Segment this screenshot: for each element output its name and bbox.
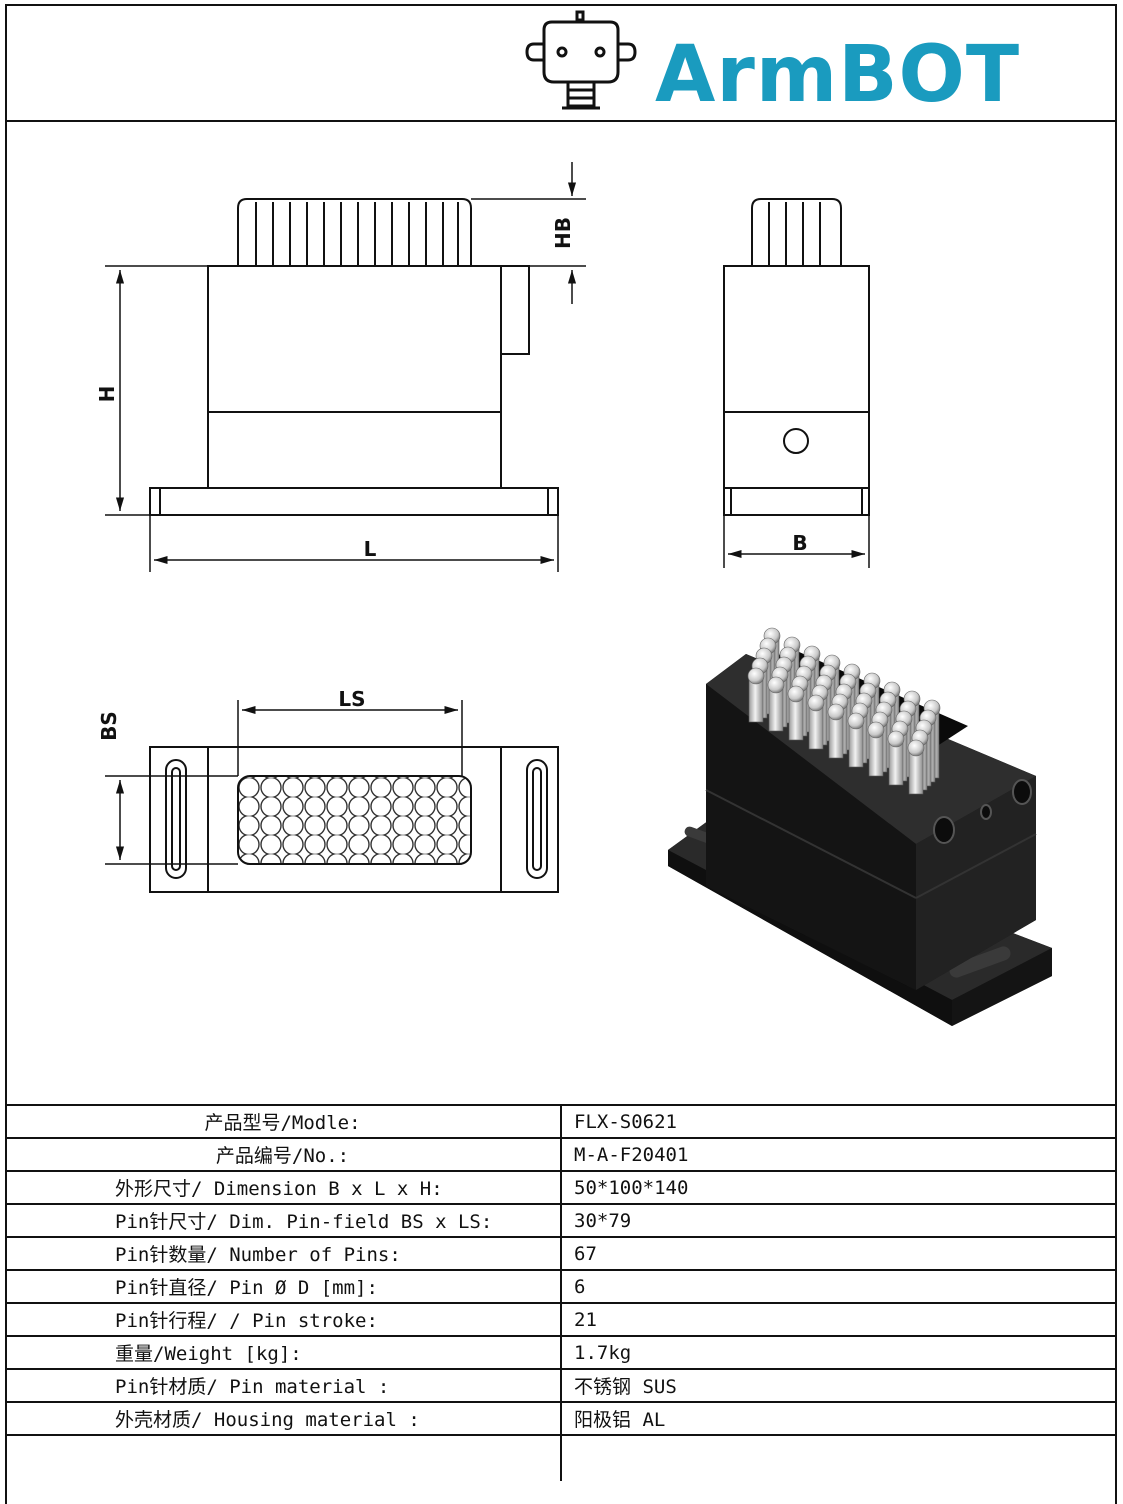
dim-label-LS: LS [338,687,365,711]
spec-label: 重量/Weight [kg]: [5,1335,562,1369]
mount-slot-left [165,759,187,879]
spec-value: 1.7kg [561,1335,1117,1369]
pin-head [747,667,765,685]
front-pins [237,198,472,266]
pin-head [827,703,845,721]
pin-field [237,775,472,865]
spec-row: Pin针数量/ Number of Pins:67 [5,1236,1117,1270]
spec-label: Pin针尺寸/ Dim. Pin-field BS x LS: [5,1203,562,1237]
spec-label: 产品型号/Modle: [5,1104,562,1138]
side-view [723,198,870,568]
pin-head [847,712,865,730]
spec-row: Pin针行程/ / Pin stroke:21 [5,1302,1117,1336]
spec-row: 外壳材质/ Housing material :阳极铝 AL [5,1401,1117,1435]
pin-head [907,739,925,757]
front-view [105,162,586,572]
spec-row: 产品编号/No.:M-A-F20401 [5,1137,1117,1171]
spec-value: 30*79 [561,1203,1117,1237]
spec-label: 产品编号/No.: [5,1137,562,1171]
page-frame [5,4,1117,1504]
spec-value: 不锈钢 SUS [561,1368,1117,1402]
spec-value: 50*100*140 [561,1170,1117,1204]
pin-head [767,676,785,694]
spec-value [561,1434,1117,1481]
spec-label: Pin针数量/ Number of Pins: [5,1236,562,1270]
spec-label [5,1434,562,1481]
spec-value: FLX-S0621 [561,1104,1117,1138]
dim-label-BS: BS [97,711,121,741]
side-body [723,265,870,489]
front-side-tab [500,265,530,355]
pin-head [787,685,805,703]
spec-row: 产品型号/Modle:FLX-S0621 [5,1104,1117,1138]
pin-array-render [747,627,941,795]
top-view [105,700,559,893]
spec-value: 6 [561,1269,1117,1303]
spec-value: 67 [561,1236,1117,1270]
pin-head [887,730,905,748]
front-body [207,265,502,489]
robot-head-icon [525,10,637,110]
spec-label: Pin针材质/ Pin material : [5,1368,562,1402]
side-hole [783,428,809,454]
dim-label-B: B [792,531,807,555]
side-base-plate [723,487,870,516]
product-3d-render [668,648,1052,1026]
pin-head [867,721,885,739]
mount-slot-right [526,759,548,879]
pin-head [807,694,825,712]
spec-value: 阳极铝 AL [561,1401,1117,1435]
spec-row: Pin针材质/ Pin material :不锈钢 SUS [5,1368,1117,1402]
spec-row: Pin针尺寸/ Dim. Pin-field BS x LS:30*79 [5,1203,1117,1237]
spec-label: Pin针行程/ / Pin stroke: [5,1302,562,1336]
brand-name: ArmBOT [655,30,1021,120]
header [5,4,1117,122]
spec-value: 21 [561,1302,1117,1336]
spec-value: M-A-F20401 [561,1137,1117,1171]
spec-label: 外形尺寸/ Dimension B x L x H: [5,1170,562,1204]
dim-label-HB: HB [551,217,575,249]
spec-row: Pin针直径/ Pin Ø D [mm]:6 [5,1269,1117,1303]
spec-row [5,1434,1117,1481]
dim-label-L: L [364,537,377,561]
spec-row: 外形尺寸/ Dimension B x L x H:50*100*140 [5,1170,1117,1204]
front-base-plate [149,487,559,516]
top-base-plate [149,746,559,893]
spec-row: 重量/Weight [kg]:1.7kg [5,1335,1117,1369]
dim-label-H: H [95,386,119,403]
spec-label: Pin针直径/ Pin Ø D [mm]: [5,1269,562,1303]
spec-label: 外壳材质/ Housing material : [5,1401,562,1435]
